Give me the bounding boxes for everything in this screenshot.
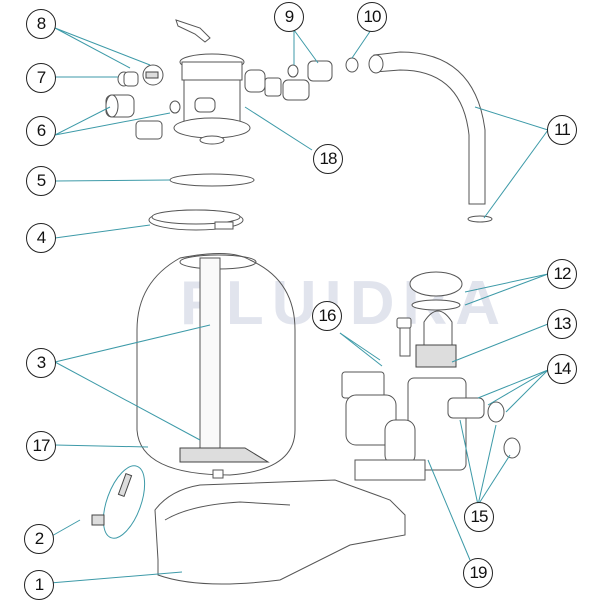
gauge-parts (105, 64, 181, 140)
callout-13: 13 (547, 309, 577, 339)
callout-1: 1 (24, 570, 54, 600)
callout-16: 16 (312, 301, 342, 331)
callout-3: 3 (26, 348, 56, 378)
callout-12: 12 (547, 259, 577, 289)
callout-9: 9 (274, 2, 304, 32)
callout-17: 17 (26, 431, 56, 461)
callout-5: 5 (26, 166, 56, 196)
filter-tank (136, 252, 296, 479)
callout-15: 15 (464, 502, 494, 532)
tank-o-ring (169, 173, 255, 187)
callout-18: 18 (313, 144, 343, 174)
callout-7: 7 (26, 63, 56, 93)
callout-8: 8 (26, 9, 56, 39)
connectors (282, 57, 359, 101)
callout-19: 19 (463, 558, 493, 588)
callout-11: 11 (547, 115, 577, 145)
leader-lines (49, 27, 549, 584)
callout-10: 10 (357, 2, 387, 32)
filter-base (154, 479, 406, 585)
callout-14: 14 (547, 354, 577, 384)
callout-2: 2 (24, 524, 54, 554)
drain-assembly (91, 465, 146, 539)
pump (341, 271, 521, 481)
callout-6: 6 (26, 116, 56, 146)
callout-4: 4 (26, 223, 56, 253)
multiport-valve (173, 19, 282, 145)
tank-clamp (148, 209, 244, 231)
hose (368, 51, 493, 223)
